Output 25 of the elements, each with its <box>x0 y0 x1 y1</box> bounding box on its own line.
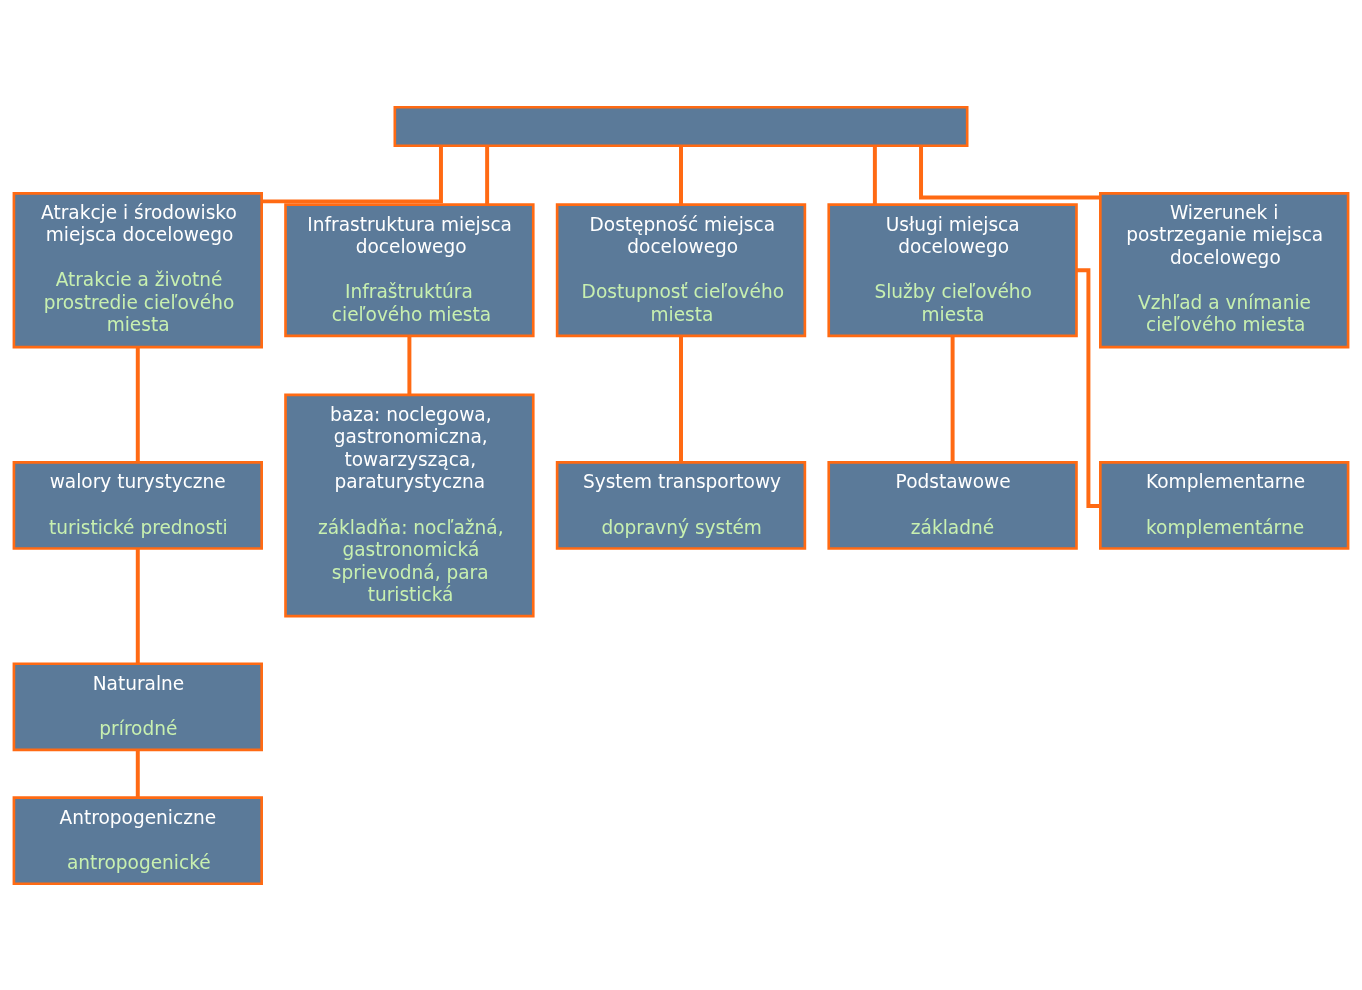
node-box <box>393 105 969 147</box>
node-box: System transportowy dopravný systém <box>555 460 807 550</box>
connector <box>679 335 683 462</box>
connector <box>950 335 955 462</box>
connector <box>135 346 140 462</box>
connector <box>135 548 140 664</box>
node-box: Antropogeniczne antropogenické <box>12 795 263 885</box>
node-box: Wizerunek i postrzeganie miejsca docelowego Vzhľad a vnímanie cieľového miesta <box>1099 191 1350 348</box>
node-box: Podstawowe základné <box>827 460 1078 550</box>
node-box: Infrastruktura miejsca docelowego Infraštruktúra cieľového miesta <box>284 202 535 337</box>
node-box: Naturalne prírodné <box>12 661 263 751</box>
connector <box>872 145 877 204</box>
node-box: Dostępność miejsca docelowego Dostupnosť cieľového miesta <box>555 202 807 337</box>
node-box: Usługi miejsca docelowego Služby cieľového miesta <box>827 202 1078 337</box>
connector <box>135 749 140 797</box>
connector <box>485 145 490 204</box>
connector <box>262 145 443 203</box>
node-box: Komplementarne komplementárne <box>1099 460 1350 550</box>
connector <box>679 145 683 204</box>
connector <box>407 335 412 394</box>
connector <box>1076 267 1100 508</box>
node-box: baza: noclegowa, gastronomiczna, towarzysząca, paraturystyczna základňa: nocľažná, gastronomická sprievodná, para turistická <box>284 393 535 617</box>
node-box: Atrakcje i środowisko miejsca docelowego Atrakcie a životné prostredie cieľového miesta <box>12 191 263 348</box>
connector <box>919 145 1100 199</box>
node-box: walory turystyczne turistické prednosti <box>12 460 263 550</box>
